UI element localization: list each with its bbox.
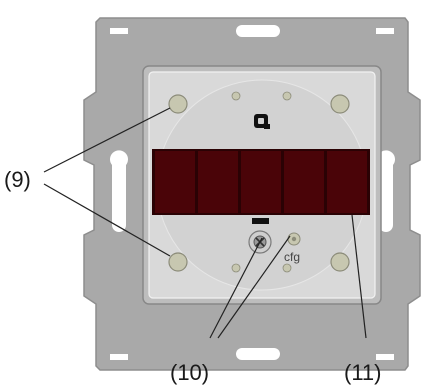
- dot-top-left: [231, 91, 241, 101]
- dot-top-right: [282, 91, 292, 101]
- leader-10-b: [217, 235, 291, 339]
- leader-9-top: [43, 107, 171, 173]
- config-elements: cfg: [248, 218, 301, 264]
- callout-11: (11): [344, 360, 382, 385]
- indicator-dots: [231, 91, 292, 273]
- dot-bottom-left: [231, 263, 241, 273]
- cfg-label: cfg: [284, 250, 300, 264]
- cfg-button-center: [291, 236, 297, 242]
- frame-notch-bl: [110, 354, 128, 360]
- solar-cell-1: [155, 151, 195, 213]
- screw-bottom-right: [330, 252, 350, 272]
- frame-slot-bottom: [236, 348, 280, 360]
- frame-slot-top: [236, 25, 280, 37]
- solar-panel: [152, 149, 370, 215]
- q-logo-icon: [254, 114, 270, 129]
- frame-notch-tl: [110, 28, 128, 34]
- callout-10: (10): [170, 360, 209, 385]
- leader-10-a: [209, 237, 263, 339]
- frame-notch-tr: [376, 28, 394, 34]
- solar-cell-2: [198, 151, 238, 213]
- frame-notch-br: [376, 354, 394, 360]
- dot-bottom-right: [282, 263, 292, 273]
- mounting-screws: [168, 94, 350, 272]
- leader-11: [351, 214, 367, 339]
- screw-top-right: [330, 94, 350, 114]
- solar-cell-3: [241, 151, 281, 213]
- status-led-bar: [252, 218, 269, 224]
- leader-lines: [43, 107, 367, 339]
- leader-9-bottom: [43, 183, 171, 257]
- solar-cell-4: [284, 151, 324, 213]
- callout-9: (9): [4, 167, 31, 192]
- screw-top-left: [168, 94, 188, 114]
- screw-bottom-left: [168, 252, 188, 272]
- solar-cell-5: [327, 151, 367, 213]
- frame-keyhole-left: [110, 150, 128, 232]
